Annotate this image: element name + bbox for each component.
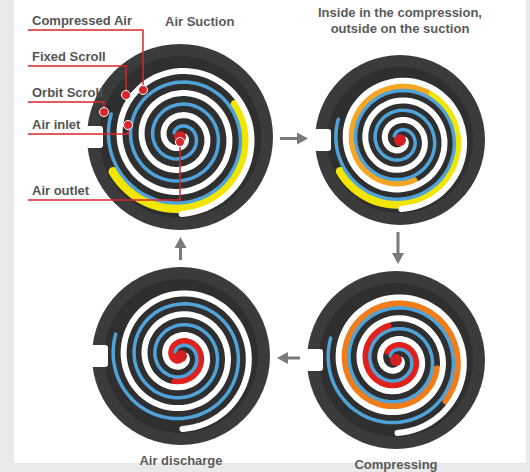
orbit-scroll bbox=[109, 82, 241, 203]
scroll-circle: Compressing bbox=[307, 271, 485, 449]
air-inlet bbox=[86, 126, 103, 148]
air-inlet bbox=[306, 349, 323, 371]
scroll-housing bbox=[315, 55, 485, 225]
stage-title: Air Suction bbox=[165, 14, 285, 30]
leader-dot bbox=[100, 108, 109, 117]
scroll-housing bbox=[92, 267, 270, 445]
scroll-illustration bbox=[315, 55, 485, 225]
scroll-circle: Air discharge bbox=[92, 267, 270, 445]
orbit-scroll bbox=[336, 91, 454, 200]
flow-arrow bbox=[277, 352, 300, 364]
part-label: Air inlet bbox=[32, 117, 80, 133]
orbit-scroll bbox=[328, 308, 453, 423]
air-outlet bbox=[390, 354, 402, 366]
scroll-illustration bbox=[307, 271, 485, 449]
flow-arrow bbox=[280, 133, 308, 145]
leader-line bbox=[28, 145, 180, 200]
leader-dot bbox=[124, 121, 133, 130]
part-label: Fixed Scroll bbox=[32, 49, 106, 65]
scroll-housing bbox=[87, 44, 273, 230]
air-inlet bbox=[91, 345, 108, 367]
leader-line bbox=[28, 102, 104, 110]
part-label: Orbit Scroll bbox=[32, 85, 103, 101]
part-label: Compressed Air bbox=[32, 13, 132, 29]
scroll-chamber bbox=[327, 67, 473, 213]
part-label: Air outlet bbox=[32, 183, 89, 199]
leader-dot bbox=[139, 86, 148, 95]
scroll-chamber bbox=[104, 279, 258, 433]
air-inlet bbox=[314, 129, 331, 151]
leader-dot bbox=[176, 138, 185, 147]
stage-title: Compressing bbox=[297, 457, 495, 472]
scroll-circle: Inside in the compression, outside on th… bbox=[315, 55, 485, 225]
flow-arrow bbox=[175, 237, 187, 260]
scroll-housing bbox=[307, 271, 485, 449]
orbit-scroll bbox=[113, 304, 238, 419]
stage-title: Air discharge bbox=[82, 453, 280, 469]
air-outlet bbox=[175, 350, 187, 362]
air-outlet bbox=[394, 134, 406, 146]
scroll-illustration bbox=[92, 267, 270, 445]
scroll-chamber bbox=[319, 283, 473, 437]
flow-arrow bbox=[392, 232, 404, 264]
leader-dot bbox=[122, 91, 131, 100]
stage-title: Inside in the compression, outside on th… bbox=[305, 5, 495, 37]
